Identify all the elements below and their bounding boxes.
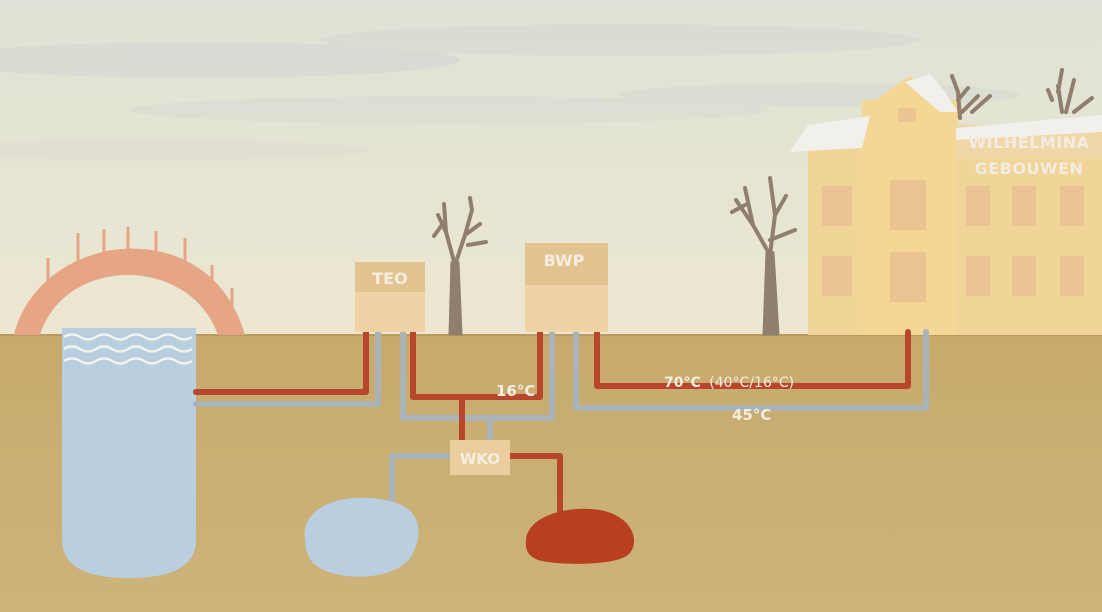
building-label-line1: WILHELMINA xyxy=(969,133,1090,152)
building-label-line2: GEBOUWEN xyxy=(975,159,1084,178)
tree-middle xyxy=(730,176,797,336)
canal-cold-pipe xyxy=(193,329,381,407)
wko-hot-pipe xyxy=(505,453,563,521)
canal-hot-pipe xyxy=(193,329,369,395)
canal-water xyxy=(62,328,196,578)
bridge xyxy=(14,227,245,335)
pipes xyxy=(193,329,929,521)
wko-label: WKO xyxy=(460,450,500,468)
bwp-building-return-pipe xyxy=(573,329,929,411)
temp-70-paren-label: (40°C/16°C) xyxy=(709,375,794,391)
tree-left xyxy=(432,196,488,336)
bwp-label: BWP xyxy=(544,251,585,270)
temp-70-group: 70°C (40°C/16°C) xyxy=(664,375,794,391)
bwp-station: BWP xyxy=(525,243,608,332)
wko-cold-pipe xyxy=(389,453,455,508)
temp-45-label: 45°C xyxy=(732,406,771,424)
temp-70-label: 70°C xyxy=(664,375,701,391)
clouds xyxy=(0,24,1020,160)
warm-aquifer xyxy=(525,508,635,564)
bwp-building-supply-pipe xyxy=(594,329,911,389)
teo-label: TEO xyxy=(372,269,407,288)
temp-16-label: 16°C xyxy=(496,382,535,400)
teo-station: TEO xyxy=(355,262,425,332)
building: WILHELMINA GEBOUWEN xyxy=(790,68,1102,335)
cold-aquifer xyxy=(304,497,419,577)
teo-wko-cold-pipe xyxy=(400,329,555,421)
teo-wko-hot-pipe xyxy=(410,329,543,400)
wko-unit: WKO xyxy=(450,440,510,475)
